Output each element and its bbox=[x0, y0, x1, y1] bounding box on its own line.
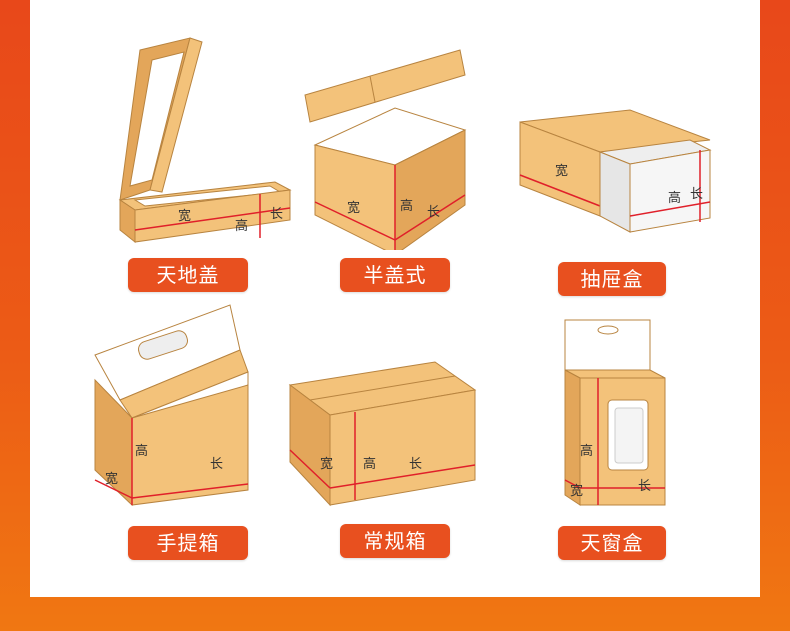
dim-height-label: 高 bbox=[363, 456, 376, 472]
box-label-tianchuanghe: 天窗盒 bbox=[558, 526, 666, 560]
box-label-tiandigai: 天地盖 bbox=[128, 258, 248, 292]
box-card-tianchuanghe[interactable]: 高 宽 长 天窗盒 bbox=[490, 300, 720, 560]
dim-width-label: 宽 bbox=[320, 456, 333, 472]
box-illustration-bangaishi: 宽 高 长 bbox=[304, 49, 467, 250]
box-illustration-tiandigai: 宽 高 长 bbox=[118, 37, 292, 244]
dim-height-label: 高 bbox=[580, 443, 593, 459]
box-label-bangaishi: 半盖式 bbox=[340, 258, 450, 292]
box-card-changguixiang[interactable]: 宽 高 长 常规箱 bbox=[285, 300, 515, 560]
box-card-shoutixiang[interactable]: 高 长 宽 手提箱 bbox=[90, 300, 320, 560]
dim-height-label: 高 bbox=[135, 443, 148, 459]
box-card-chouti[interactable]: 宽 高 长 抽屉盒 bbox=[490, 40, 720, 300]
dim-length-label: 长 bbox=[690, 187, 703, 202]
dim-length-label: 长 bbox=[210, 457, 223, 472]
dim-width-label: 宽 bbox=[555, 163, 568, 179]
box-label-chouti: 抽屉盒 bbox=[558, 262, 666, 296]
dim-width-label: 宽 bbox=[178, 208, 191, 224]
box-label-changguixiang: 常规箱 bbox=[340, 524, 450, 558]
box-illustration-tianchuanghe: 高 宽 长 bbox=[564, 319, 666, 506]
dim-length-label: 长 bbox=[427, 205, 440, 220]
box-card-tiandigai[interactable]: 宽 高 长 天地盖 bbox=[90, 30, 320, 292]
dim-width-label: 宽 bbox=[347, 200, 360, 216]
dim-height-label: 高 bbox=[400, 198, 413, 214]
box-illustration-chouti: 宽 高 长 bbox=[519, 109, 712, 233]
dim-height-label: 高 bbox=[668, 190, 681, 206]
dim-length-label: 长 bbox=[270, 207, 283, 222]
box-illustration-shoutixiang: 高 长 宽 bbox=[94, 304, 249, 507]
box-label-shoutixiang: 手提箱 bbox=[128, 526, 248, 560]
dim-length-label: 长 bbox=[638, 479, 651, 494]
dim-length-label: 长 bbox=[409, 457, 422, 472]
dim-width-label: 宽 bbox=[570, 483, 583, 499]
box-illustration-changguixiang: 宽 高 长 bbox=[288, 361, 477, 507]
content-panel: 宽 高 长 天地盖 宽 高 长 半盖式 bbox=[30, 0, 760, 597]
dim-height-label: 高 bbox=[235, 218, 248, 234]
dim-width-label: 宽 bbox=[105, 471, 118, 487]
box-card-bangaishi[interactable]: 宽 高 长 半盖式 bbox=[285, 30, 515, 292]
